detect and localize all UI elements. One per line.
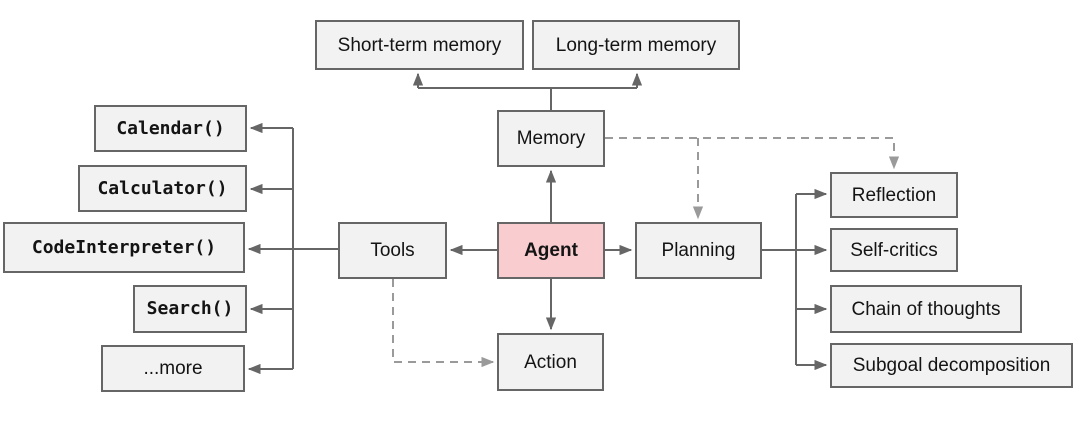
node-calendar-tool: Calendar() — [94, 105, 247, 152]
node-codeinterpreter-tool: CodeInterpreter() — [3, 222, 245, 273]
node-agent: Agent — [497, 222, 605, 279]
node-action: Action — [497, 333, 604, 391]
node-subgoal-decomposition: Subgoal decomposition — [830, 343, 1073, 388]
node-search-tool: Search() — [133, 285, 247, 333]
edge-tools-trunk — [292, 128, 338, 369]
edge-memory-split — [418, 87, 637, 110]
node-tools: Tools — [338, 222, 447, 279]
node-calculator-tool: Calculator() — [78, 165, 247, 212]
edge-planning-trunk — [762, 194, 797, 365]
node-memory: Memory — [497, 110, 605, 167]
node-long-term-memory: Long-term memory — [532, 20, 740, 70]
node-more-tools: ...more — [101, 345, 245, 392]
edge-memory-reflection-dashed — [605, 137, 900, 170]
node-planning: Planning — [635, 222, 762, 279]
edge-tools-action-dashed — [392, 279, 495, 368]
node-self-critics: Self-critics — [830, 228, 958, 272]
node-reflection: Reflection — [830, 172, 958, 218]
node-short-term-memory: Short-term memory — [315, 20, 524, 70]
node-chain-of-thoughts: Chain of thoughts — [830, 285, 1022, 333]
